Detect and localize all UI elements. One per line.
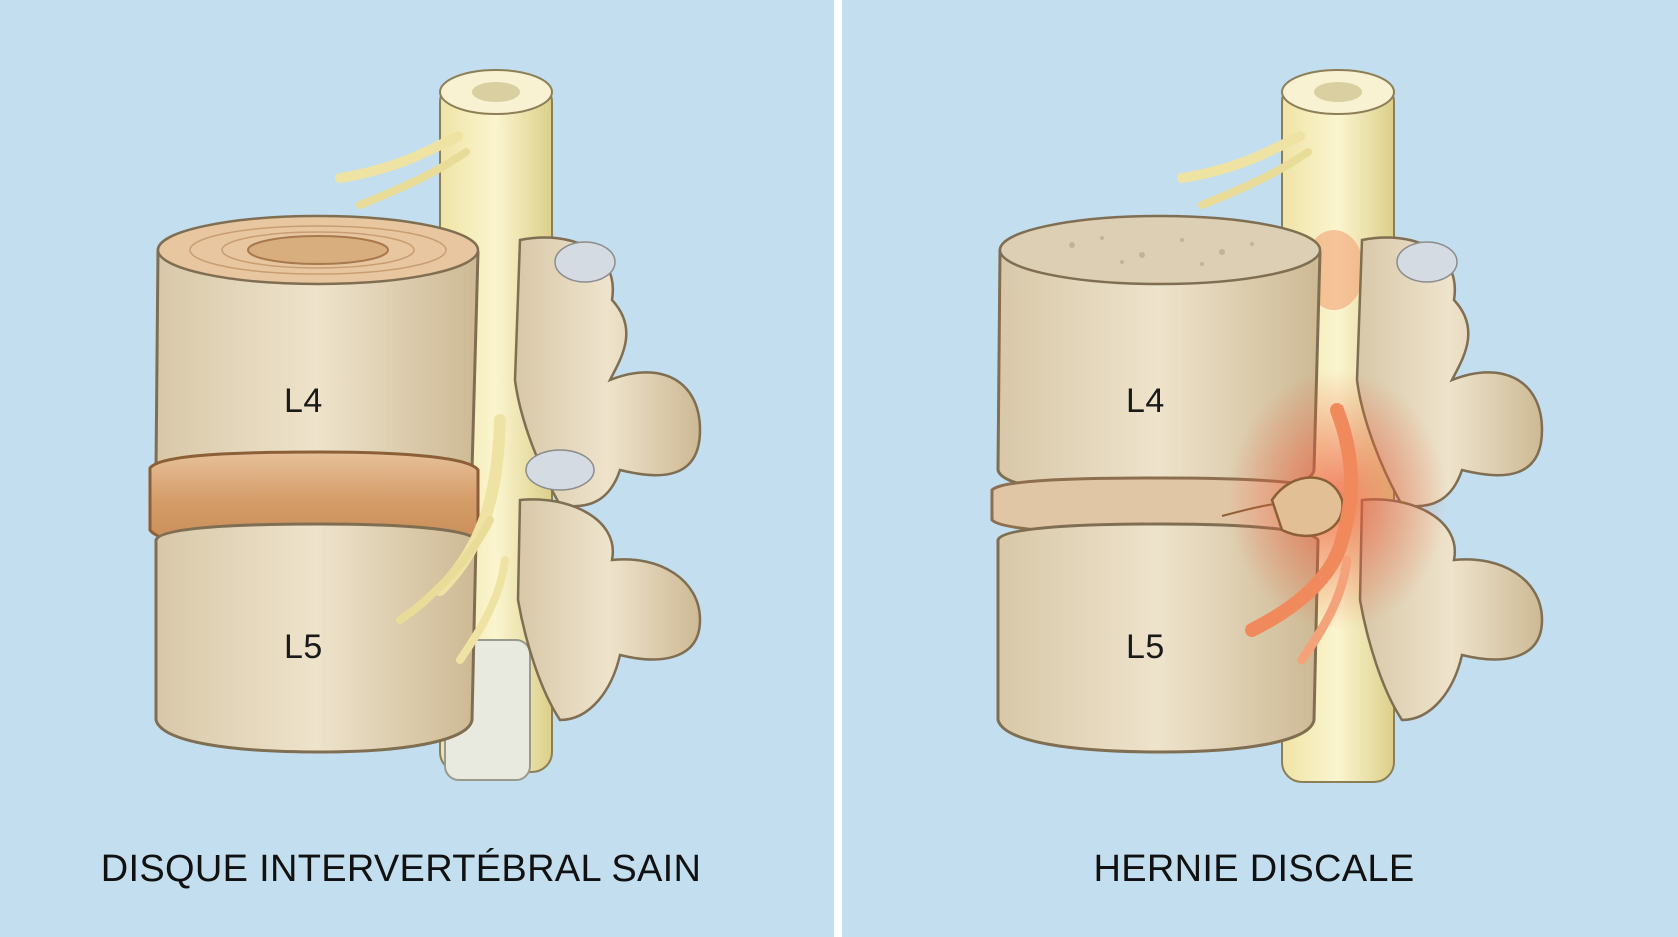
herniated-disc-caption: HERNIE DISCALE: [1093, 848, 1415, 890]
herniated-spine-illustration: [990, 69, 1544, 783]
healthy-disc-caption: DISQUE INTERVERTÉBRAL SAIN: [100, 848, 702, 890]
vertebra-label-l5: L5: [1126, 628, 1165, 666]
healthy-spine-illustration: [148, 69, 702, 781]
vertebra-label-l5: L5: [284, 628, 323, 666]
vertebra-label-l4: L4: [284, 382, 323, 420]
herniated-disc-panel: L4 L5 HERNIE DISCALE: [842, 0, 1678, 937]
healthy-disc-panel: L4 L5 DISQUE INTERVERTÉBRAL SAIN: [0, 0, 834, 937]
vertebra-label-l4: L4: [1126, 382, 1165, 420]
panel-divider: [834, 0, 842, 937]
